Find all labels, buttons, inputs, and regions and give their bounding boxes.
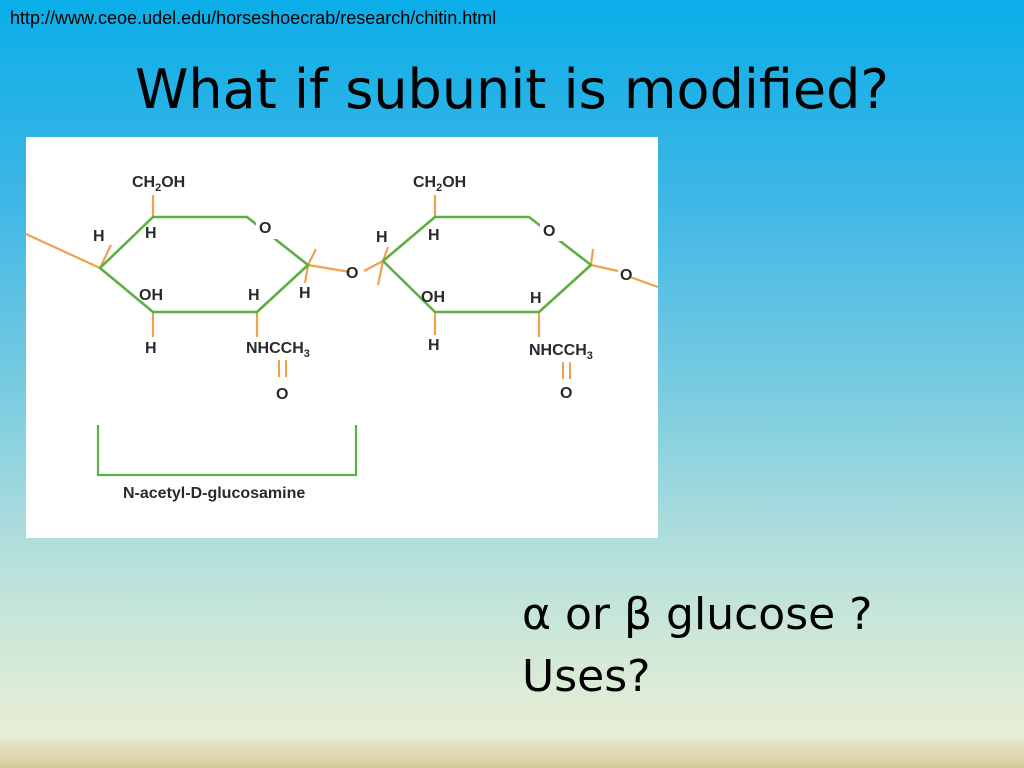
questions-block: α or β glucose ? Uses? (522, 584, 1017, 708)
bond-c1-up (307, 248, 317, 266)
h-top-label-2: H (428, 227, 440, 244)
bond-glycosidic-2 (363, 260, 384, 272)
bond-h-left (99, 244, 112, 269)
h-bottom-label-2: H (428, 337, 440, 354)
glucosamine-unit-2: CH2OH H H O OH H H NHCCH3 O O (363, 174, 658, 402)
h-left-label-2: H (376, 229, 388, 246)
bond-glycosidic-3 (590, 263, 619, 273)
h-bottom-label-1: H (145, 340, 157, 357)
monomer-bracket (96, 425, 358, 477)
h-top-label-1: H (145, 225, 157, 242)
bond-h-right (303, 264, 310, 284)
ch2oh-label-2: CH2OH (413, 174, 466, 194)
h-right-label-1: H (299, 285, 311, 302)
glycosidic-o-label: O (346, 265, 358, 282)
chitin-structure-figure: CH2OH H H O OH H H H NHCCH3 O O (26, 137, 658, 538)
bond-glycosidic-1 (307, 263, 351, 274)
carbonyl-o-label-1: O (276, 386, 288, 403)
monomer-caption: N-acetyl-D-glucosamine (123, 485, 305, 502)
terminal-o-label: O (620, 267, 632, 284)
h-left-label-1: H (93, 228, 105, 245)
nhcch3-label-2: NHCCH3 (529, 342, 593, 362)
h-mid-label-2: H (530, 290, 542, 307)
slide-title: What if subunit is modified? (134, 58, 890, 121)
bond-c1-up-2 (589, 248, 595, 266)
ring-1 (98, 215, 310, 314)
chain-bond-left (26, 233, 101, 269)
ch2oh-label-1: CH2OH (132, 174, 185, 194)
question-uses: Uses? (522, 651, 651, 702)
carbonyl-o-label-2: O (560, 385, 572, 402)
glucosamine-unit-1: CH2OH H H O OH H H H NHCCH3 O (26, 174, 351, 403)
question-alpha-beta: α or β glucose ? (522, 589, 873, 640)
bottom-decoration (0, 738, 1024, 768)
ring-o-label-1: O (259, 220, 271, 237)
source-url: http://www.ceoe.udel.edu/horseshoecrab/r… (10, 8, 497, 28)
ring-2 (381, 215, 593, 314)
bond-c4-down (376, 260, 385, 286)
chitin-structure-diagram: CH2OH H H O OH H H H NHCCH3 O O (26, 174, 658, 502)
chain-bond-right (629, 275, 658, 289)
h-mid-label-1: H (248, 287, 260, 304)
oh-label-1: OH (139, 287, 163, 304)
oh-label-2: OH (421, 289, 445, 306)
ring-o-label-2: O (543, 223, 555, 240)
nhcch3-label-1: NHCCH3 (246, 340, 310, 360)
